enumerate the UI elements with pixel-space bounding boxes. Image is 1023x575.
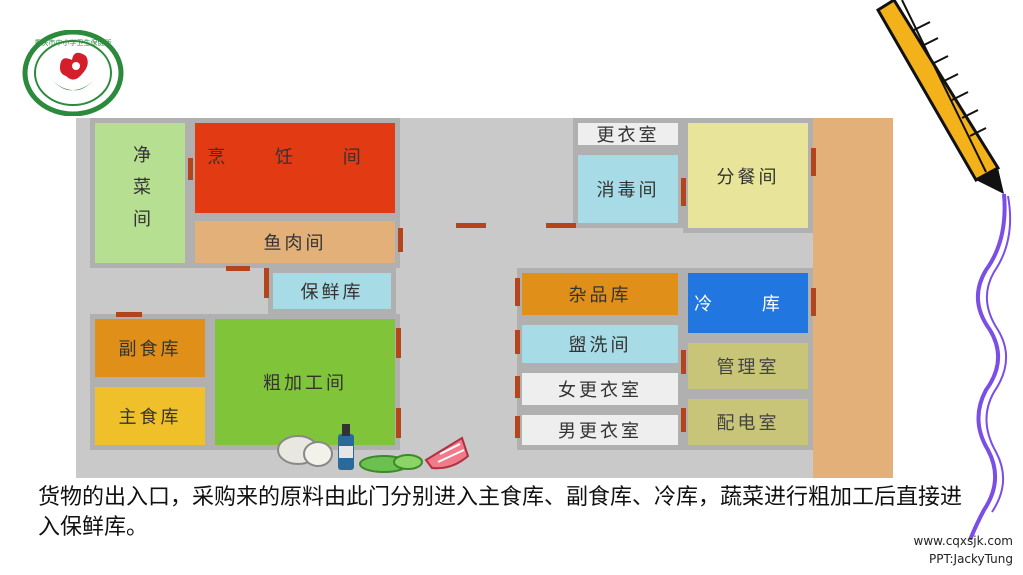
room-peidian: 配电室 [683, 394, 813, 450]
door-marker [515, 376, 520, 398]
room-label: 男更衣室 [558, 421, 642, 442]
room-label: 粗加工间 [263, 373, 347, 394]
door-marker [396, 408, 401, 438]
room-xiaodu: 消毒间 [573, 150, 683, 228]
door-marker [811, 288, 816, 316]
room-label: 净菜间 [130, 145, 151, 241]
room-baoxian: 保鲜库 [268, 268, 396, 314]
clinic-logo: 重庆市中小学卫生保健所 [22, 30, 124, 116]
door-marker [396, 328, 401, 358]
credits: www.cqxsjk.com PPT:JackyTung [914, 532, 1013, 568]
room-gengyi: 更衣室 [573, 118, 683, 150]
door-marker [681, 350, 686, 374]
door-marker [546, 223, 576, 228]
door-marker [188, 158, 193, 180]
room-jingcai: 净菜间 [90, 118, 190, 268]
room-fencan: 分餐间 [683, 118, 813, 233]
room-guanxi: 盥洗间 [517, 320, 683, 368]
room-label: 冷 库 [694, 294, 802, 315]
door-marker [226, 266, 250, 271]
room-nvgengyi: 女更衣室 [517, 368, 683, 410]
pencil-decoration [875, 0, 1012, 540]
corridor-right [813, 118, 893, 478]
room-label: 烹 饪 间 [207, 147, 383, 168]
author-credit: PPT:JackyTung [929, 552, 1013, 566]
room-label: 鱼肉间 [263, 233, 327, 254]
room-label: 主食库 [118, 407, 182, 428]
groceries-illustration [277, 424, 470, 473]
room-label: 更衣室 [596, 125, 660, 146]
room-yurou: 鱼肉间 [190, 216, 400, 268]
door-marker [515, 278, 520, 306]
room-fushi: 副食库 [90, 314, 210, 382]
caption-text: 货物的出入口，采购来的原料由此门分别进入主食库、副食库、冷库，蔬菜进行粗加工后直… [38, 485, 963, 540]
room-zhushi: 主食库 [90, 382, 210, 450]
room-label: 杂品库 [568, 285, 632, 306]
room-label: 消毒间 [596, 180, 660, 201]
room-guanli: 管理室 [683, 338, 813, 394]
room-label: 盥洗间 [568, 335, 632, 356]
door-marker [116, 312, 142, 317]
door-marker [515, 330, 520, 354]
kitchen-floor-plan: 净菜间 烹 饪 间 更衣室 消毒间 分餐间 鱼肉间 保鲜库 杂品库 冷 库 副食… [76, 118, 893, 478]
door-marker [681, 408, 686, 432]
logo-text: 重庆市中小学卫生保健所 [35, 38, 112, 47]
door-marker [515, 416, 520, 438]
door-marker [456, 223, 486, 228]
door-marker [681, 178, 686, 206]
room-zapin: 杂品库 [517, 268, 683, 320]
door-marker [264, 268, 269, 298]
room-label: 副食库 [118, 339, 182, 360]
room-pengren: 烹 饪 间 [190, 118, 400, 218]
door-marker [398, 228, 403, 252]
room-nangengyi: 男更衣室 [517, 410, 683, 450]
room-leng: 冷 库 [683, 268, 813, 338]
room-label: 配电室 [716, 413, 780, 434]
room-label: 女更衣室 [558, 380, 642, 401]
room-label: 管理室 [716, 357, 780, 378]
room-label: 保鲜库 [300, 282, 364, 303]
site-url: www.cqxsjk.com [913, 534, 1013, 548]
room-label: 分餐间 [716, 166, 780, 188]
door-marker [811, 148, 816, 176]
